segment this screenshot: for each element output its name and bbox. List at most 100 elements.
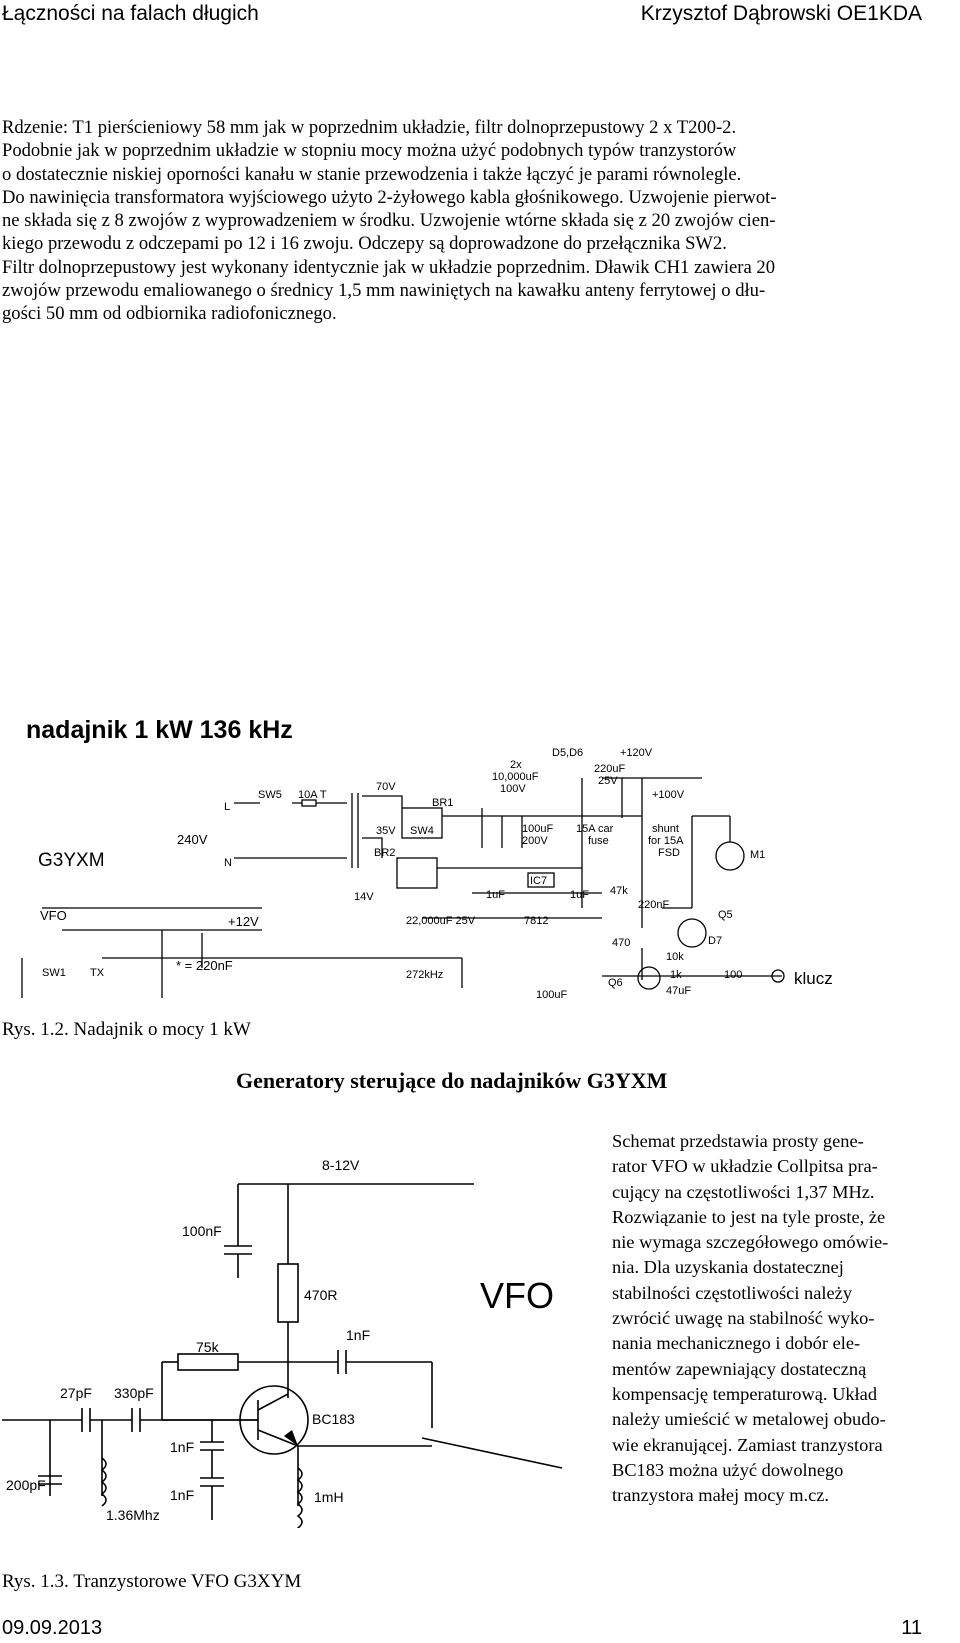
section-title: Generatory sterujące do nadajników G3YXM: [236, 1068, 668, 1093]
component-label-v200: 200V: [522, 835, 548, 847]
component-label-n: N: [224, 857, 232, 869]
vfo-title: VFO: [480, 1275, 554, 1316]
component-label-l: L: [224, 801, 230, 813]
component-label-cap2x: 2x: [510, 759, 522, 771]
description-line: nie wymaga szczegółowego omówie-: [612, 1232, 889, 1253]
component-label-tx: TX: [90, 967, 105, 979]
component-label-v35: 35V: [376, 825, 396, 837]
footer-date: 09.09.2013: [2, 1617, 103, 1639]
component-label-c1n-out: 1nF: [346, 1327, 370, 1343]
component-label-for15: for 15A: [648, 835, 684, 847]
vfo-schematic: 8-12V 100nF 470R 75k 1nF 27pF 330pF BC18…: [2, 1157, 563, 1528]
paragraph-line: o dostatecznie niskiej oporności kanału …: [2, 163, 742, 185]
component-label-c1u-a: 1uF: [486, 889, 505, 901]
component-label-c100u: 100uF: [522, 823, 553, 835]
description-line: zwrócić uwagę na stabilność wyko-: [612, 1308, 875, 1329]
component-label-br2: BR2: [374, 847, 395, 859]
description-line: wie ekranującej. Zamiast tranzystora: [612, 1434, 883, 1455]
description-line: Schemat przedstawia prosty gene-: [612, 1131, 864, 1151]
component-label-cap10000: 10,000uF: [492, 771, 539, 783]
paragraph-line: gości 50 mm od odbiornika radiofoniczneg…: [2, 303, 337, 325]
vfo-description: Schemat przedstawia prosty gene- rator V…: [612, 1129, 952, 1508]
component-label-br1: BR1: [432, 797, 453, 809]
description-line: Rozwiązanie to jest na tyle proste, że: [612, 1206, 886, 1227]
component-label-c330p: 330pF: [114, 1385, 154, 1401]
component-label-vfo: VFO: [40, 908, 67, 923]
component-label-fuse15: 15A car: [576, 823, 614, 835]
description-line: kompensację temperaturową. Układ: [612, 1383, 878, 1404]
component-label-sw4: SW4: [410, 825, 434, 837]
description-line: cujący na częstotliwości 1,37 MHz.: [612, 1181, 875, 1202]
component-label-v70: 70V: [376, 781, 396, 793]
component-label-c1n-a: 1nF: [170, 1439, 194, 1455]
component-label-c22000: 22,000uF 25V: [406, 915, 476, 927]
figure-caption-2: Rys. 1.3. Tranzystorowe VFO G3XYM: [2, 1571, 302, 1592]
description-line: mentów zapewniający dostateczną: [612, 1358, 867, 1379]
description-line: należy umieścić w metalowej obudo-: [612, 1409, 886, 1430]
component-label-shunt: shunt: [652, 823, 679, 835]
component-label-supply: 8-12V: [322, 1157, 360, 1173]
component-label-fuse10: 10A T: [298, 789, 327, 801]
component-label-note: * = 220nF: [176, 958, 233, 973]
description-line: tranzystora małej mocy m.cz.: [612, 1485, 830, 1506]
transmitter-schematic: nadajnik 1 kW 136 kHz G3YXM L N 240V SW5…: [21, 716, 833, 998]
description-line: stabilności częstotliwości należy: [612, 1282, 853, 1303]
component-label-c220n: 220nF: [638, 899, 669, 911]
description-line: BC183 można użyć dowolnego: [612, 1459, 844, 1480]
schematic-title: nadajnik 1 kW 136 kHz: [26, 716, 293, 744]
page-header-author: Krzysztof Dąbrowski OE1KDA: [640, 2, 922, 25]
component-label-f272: 272kHz: [406, 969, 443, 981]
callsign-label: G3YXM: [38, 850, 105, 871]
component-label-c100n: 100nF: [182, 1223, 222, 1239]
paragraph-line: zwojów przewodu emaliowanego o średnicy …: [2, 280, 766, 302]
component-label-c47u: 47uF: [666, 985, 691, 997]
component-label-v25: 25V: [598, 775, 618, 787]
component-label-q5: Q5: [718, 909, 733, 921]
paragraph-line: Podobnie jak w poprzednim układzie w sto…: [2, 140, 737, 162]
paragraph-line: ne składa się z 8 zwojów z wyprowadzenie…: [2, 210, 776, 232]
component-label-reg: 7812: [524, 915, 548, 927]
paragraph-line: kiego przewodu z odczepami po 12 i 16 zw…: [2, 233, 727, 255]
paragraph-line: Filtr dolnoprzepustowy jest wykonany ide…: [2, 256, 775, 278]
component-label-r470: 470R: [304, 1287, 337, 1303]
component-label-sw5: SW5: [258, 789, 282, 801]
component-label-r1k: 1k: [670, 969, 682, 981]
page-number: 11: [901, 1617, 922, 1639]
component-label-fuse: fuse: [588, 835, 609, 847]
component-label-l1mh: 1mH: [314, 1489, 344, 1505]
figure-caption-1: Rys. 1.2. Nadajnik o mocy 1 kW: [2, 1019, 251, 1040]
component-label-m1: M1: [750, 849, 765, 861]
component-label-sw1: SW1: [42, 967, 66, 979]
component-label-c1n-b: 1nF: [170, 1487, 194, 1503]
component-label-c200p: 200pF: [6, 1477, 46, 1493]
component-label-r47k: 47k: [610, 885, 628, 897]
paragraph-line: Rdzenie: T1 pierścieniowy 58 mm jak w po…: [2, 117, 737, 138]
component-label-p100: +100V: [652, 789, 685, 801]
component-label-v14: 14V: [354, 891, 374, 903]
component-label-transistor: BC183: [312, 1411, 355, 1427]
component-label-c220u: 220uF: [594, 763, 625, 775]
page-header-title: Łączności na falach długich: [2, 2, 259, 25]
component-label-p120: +120V: [620, 747, 653, 759]
component-label-c1u-b: 1uF: [570, 889, 589, 901]
component-label-v100: 100V: [500, 783, 526, 795]
spacer: [2, 998, 3, 999]
component-label-key: klucz: [794, 969, 833, 988]
component-label-ic7: IC7: [530, 875, 547, 887]
description-line: nia. Dla uzyskania dostatecznej: [612, 1257, 844, 1278]
component-label-r100: 100: [724, 969, 742, 981]
component-label-fsd: FSD: [658, 847, 680, 859]
component-label-d56: D5,D6: [552, 747, 583, 759]
component-label-c100u2: 100uF: [536, 989, 567, 998]
component-label-freq: 1.36Mhz: [106, 1507, 160, 1523]
component-label-q6: Q6: [608, 977, 623, 989]
component-label-r10k: 10k: [666, 951, 684, 963]
paragraph-line: Do nawinięcia transformatora wyjściowego…: [2, 186, 777, 208]
component-label-p12: +12V: [228, 914, 259, 929]
body-paragraph: Rdzenie: T1 pierścieniowy 58 mm jak w po…: [2, 116, 948, 326]
component-label-r470: 470: [612, 937, 630, 949]
description-line: nania mechanicznego i dobór ele-: [612, 1333, 861, 1354]
component-label-d7: D7: [708, 935, 722, 947]
component-label-r75k: 75k: [196, 1339, 220, 1355]
description-line: rator VFO w układzie Collpitsa pra-: [612, 1156, 878, 1177]
